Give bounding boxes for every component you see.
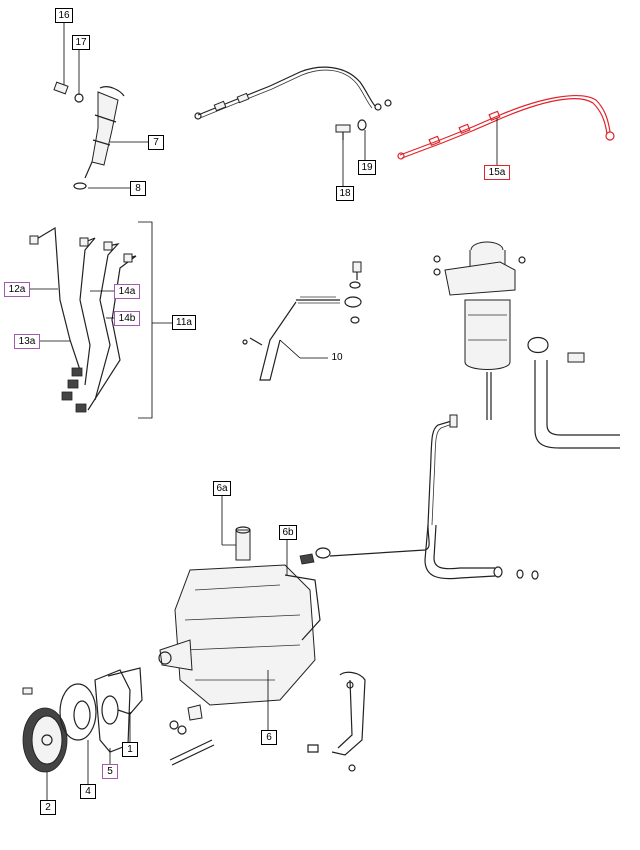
callout-10[interactable]: 10 xyxy=(331,352,343,363)
callout-4[interactable]: 4 xyxy=(80,784,96,799)
callout-16[interactable]: 16 xyxy=(55,8,73,23)
callout-19[interactable]: 19 xyxy=(358,160,376,175)
callout-2[interactable]: 2 xyxy=(40,800,56,815)
injector-lines-part xyxy=(29,221,172,419)
callout-14a[interactable]: 14a xyxy=(114,284,140,299)
fuel-filter-part xyxy=(433,241,620,449)
callout-12a[interactable]: 12a xyxy=(4,282,30,297)
injection-pump-part xyxy=(158,495,321,766)
callout-18[interactable]: 18 xyxy=(336,186,354,201)
highlighted-pipe-15a xyxy=(397,95,615,165)
callout-13a[interactable]: 13a xyxy=(14,334,40,349)
pump-bracket-part xyxy=(307,671,366,772)
callout-17[interactable]: 17 xyxy=(72,35,90,50)
callout-15a[interactable]: 15a xyxy=(484,165,510,180)
callout-11a[interactable]: 11a xyxy=(172,315,196,330)
leakoff-line-part xyxy=(242,261,362,381)
overflow-pipe-part xyxy=(299,414,539,580)
callout-6b[interactable]: 6b xyxy=(279,525,297,540)
callout-8[interactable]: 8 xyxy=(130,181,146,196)
callout-6a[interactable]: 6a xyxy=(213,481,231,496)
return-pipe-part xyxy=(194,66,392,186)
injector-part xyxy=(53,22,148,190)
drive-gear-part xyxy=(22,667,143,800)
callout-14b[interactable]: 14b xyxy=(114,311,140,326)
callout-7[interactable]: 7 xyxy=(148,135,164,150)
callout-1[interactable]: 1 xyxy=(122,742,138,757)
callout-6[interactable]: 6 xyxy=(261,730,277,745)
callout-5[interactable]: 5 xyxy=(102,764,118,779)
